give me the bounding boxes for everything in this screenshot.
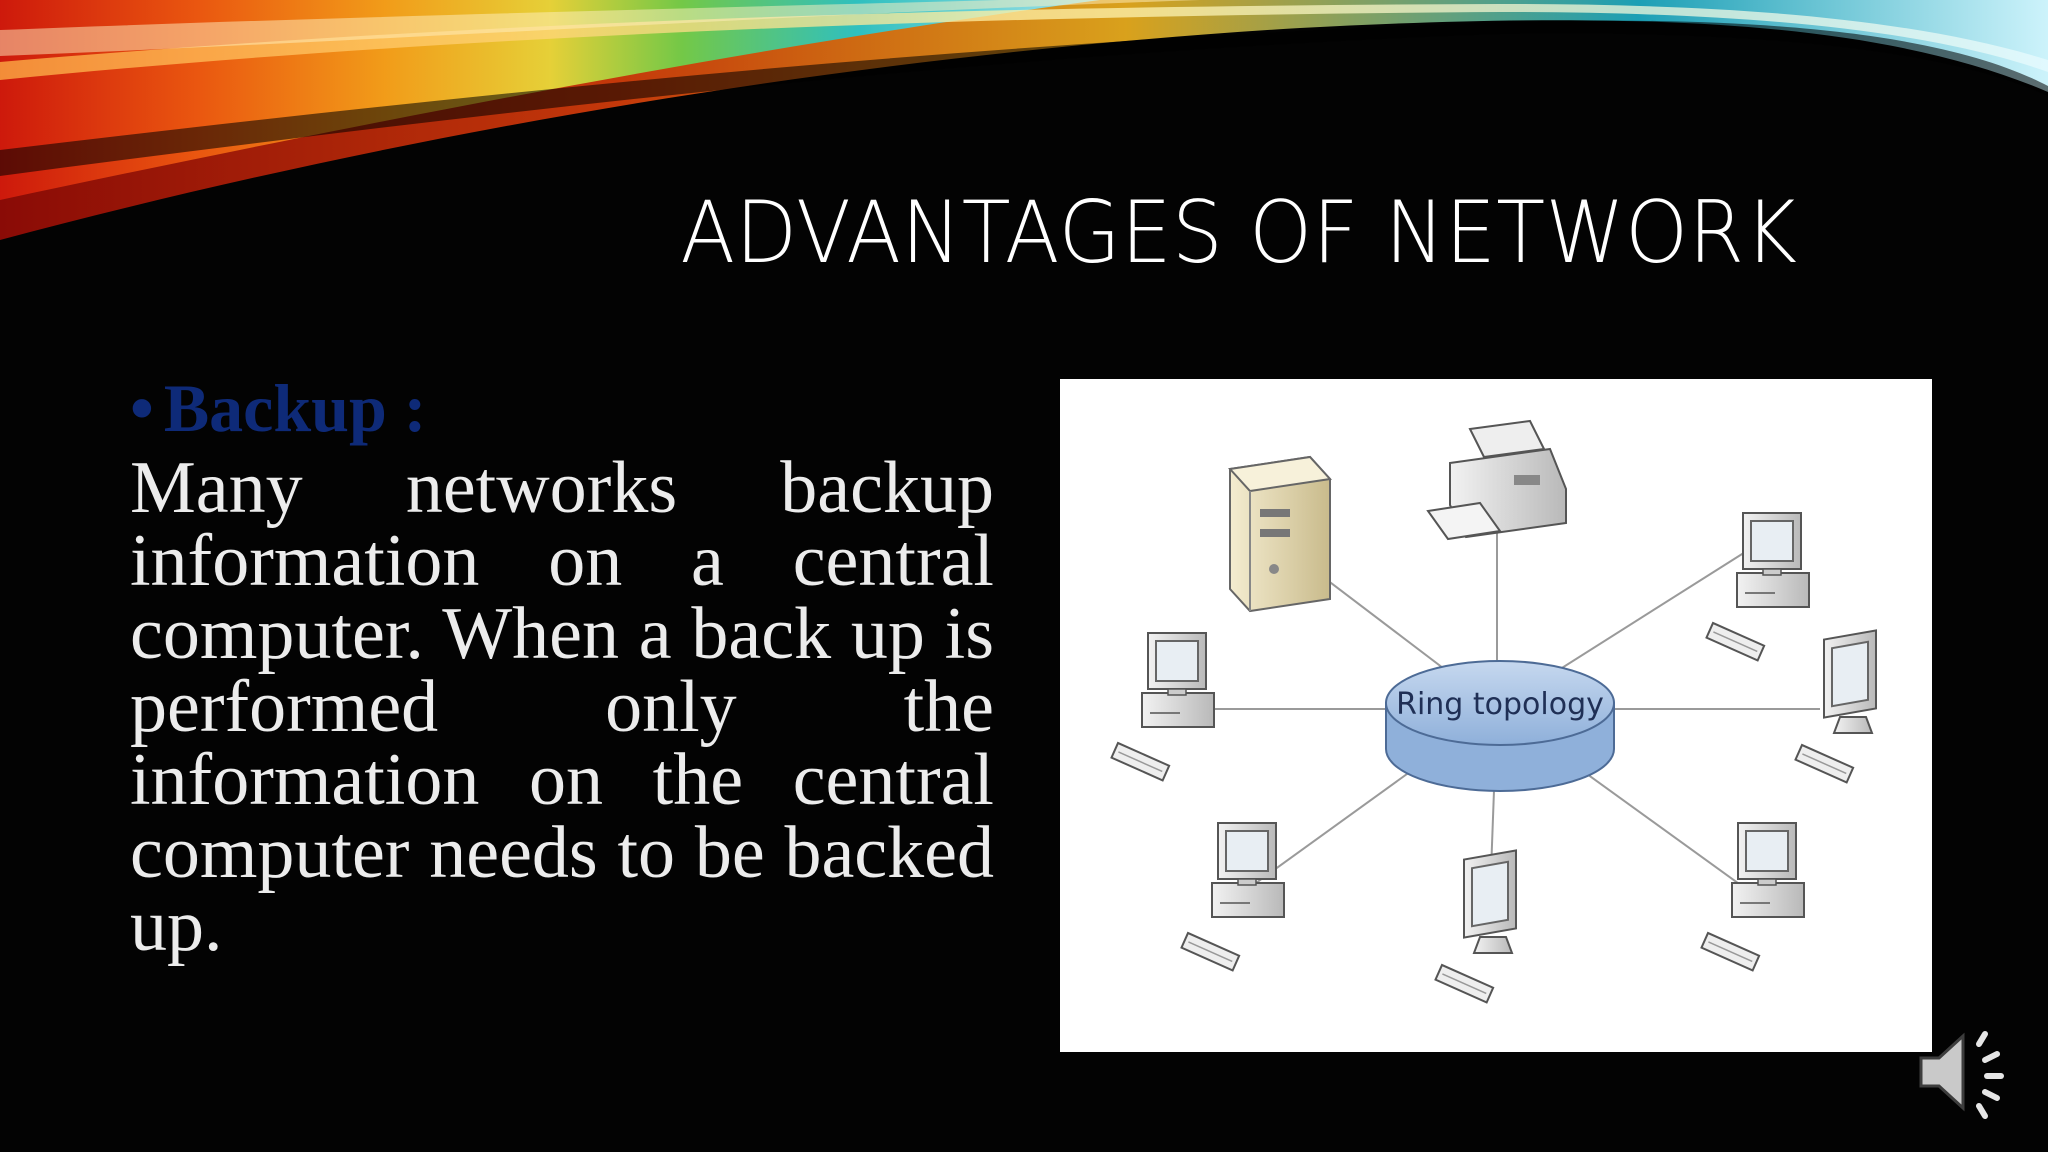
bullet-heading: •Backup : [130,368,426,448]
rainbow-swoosh-decoration [0,0,2048,240]
computer-icon [1700,822,1805,972]
slide-title: ADVANTAGES OF NETWORK [680,183,1798,283]
bullet-heading-text: Backup : [163,370,427,446]
computer-icon [1180,822,1285,972]
monitor-icon [1434,849,1517,1004]
ring-topology-diagram: Ring topology [1060,379,1932,1052]
hub-label: Ring topology [1396,687,1604,722]
printer-icon [1426,419,1567,541]
ring-topology-illustration: Ring topology [1110,419,1877,1004]
ring-topology-hub: Ring topology [1385,660,1615,792]
computer-icon [1705,512,1810,662]
body-paragraph: Many networks backup information on a ce… [130,447,994,967]
monitor-icon [1794,629,1877,784]
server-icon [1228,455,1332,613]
computer-icon [1110,632,1215,782]
speaker-icon[interactable] [1915,1022,2015,1122]
bullet-marker: • [130,370,154,446]
